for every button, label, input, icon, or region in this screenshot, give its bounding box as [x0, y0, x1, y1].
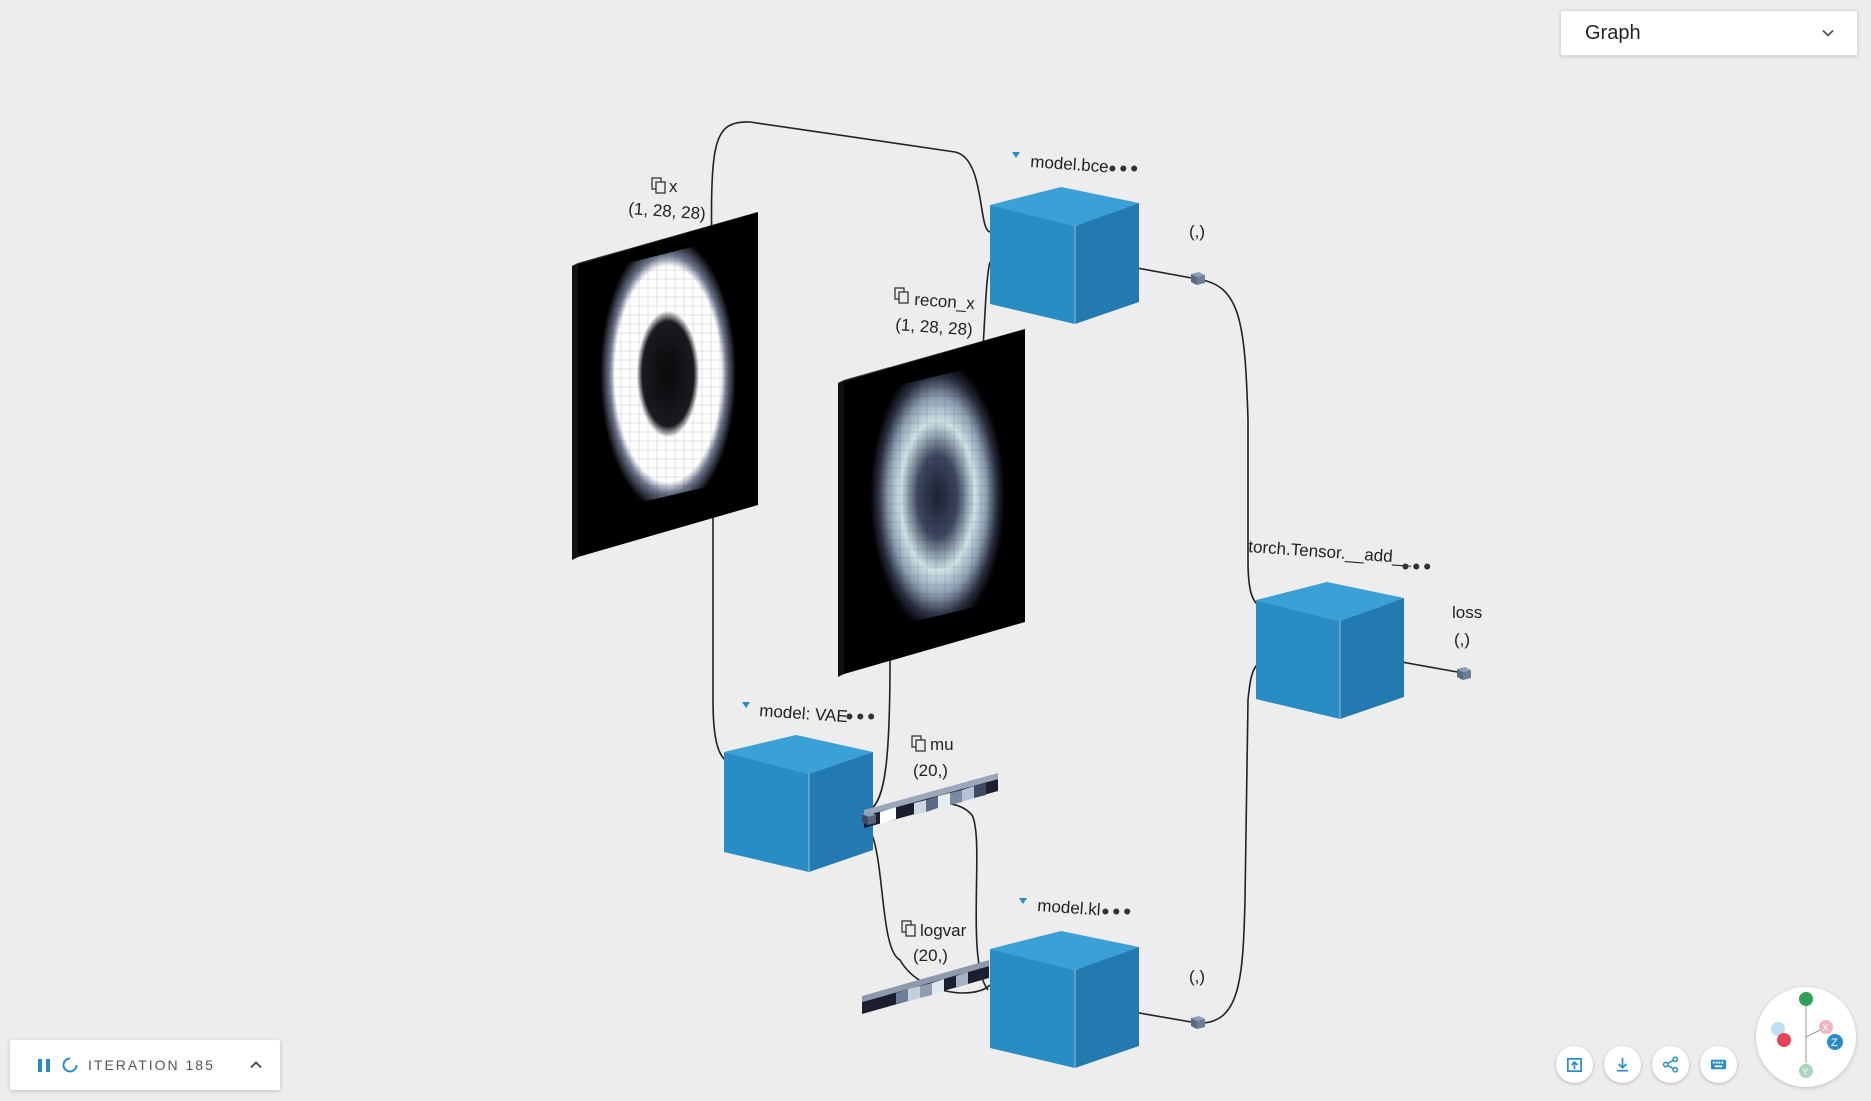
- tensor-loss-name: loss: [1452, 603, 1482, 622]
- tensor-loss[interactable]: loss (,): [1452, 603, 1482, 680]
- op-node-model-kl-name: model.kl: [1037, 896, 1101, 919]
- op-node-tensor-add[interactable]: torch.Tensor.__add__ •••: [1248, 537, 1433, 719]
- axis-z-negative-handle[interactable]: [1777, 1033, 1791, 1047]
- tensor-logvar[interactable]: logvar (20,): [862, 920, 989, 1014]
- op-node-model-vae[interactable]: model: VAE •••: [724, 701, 877, 872]
- tensor-recon-x-name: recon_x: [914, 290, 976, 313]
- collapse-caret-icon[interactable]: [1012, 152, 1020, 158]
- more-options-icon[interactable]: •••: [844, 708, 877, 728]
- copy-icon[interactable]: [651, 177, 666, 194]
- tensor-loss-shape: (,): [1454, 630, 1470, 649]
- output-port[interactable]: [1191, 1016, 1205, 1029]
- axis-x-negative-handle[interactable]: [1771, 1022, 1785, 1036]
- chevron-up-icon: [250, 1061, 262, 1069]
- iteration-label: ITERATION 185: [88, 1057, 215, 1073]
- view-mode-label: Graph: [1585, 21, 1641, 44]
- op-node-model-vae-name: model: VAE: [759, 701, 849, 726]
- tensor-mu-shape: (20,): [913, 761, 948, 780]
- axis-x-label: X: [1822, 1023, 1829, 1034]
- output-port[interactable]: [1457, 667, 1471, 680]
- tensor-x-shape: (1, 28, 28): [628, 199, 707, 223]
- tensor-x[interactable]: x (1, 28, 28): [572, 177, 758, 560]
- export-button[interactable]: [1556, 1046, 1593, 1083]
- collapse-caret-icon[interactable]: [1019, 898, 1027, 904]
- axis-y-label: Y: [1802, 1067, 1809, 1078]
- keyboard-button[interactable]: [1700, 1046, 1737, 1083]
- op-node-tensor-add-name: torch.Tensor.__add__: [1248, 537, 1413, 567]
- edge-vae-to-logvar: [869, 829, 991, 994]
- axis-z-label: Z: [1831, 1037, 1838, 1049]
- op-node-model-bce-name: model.bce: [1030, 152, 1110, 176]
- op-node-model-bce[interactable]: model.bce ••• (,): [990, 152, 1205, 324]
- op-node-model-bce-output-shape: (,): [1189, 222, 1205, 241]
- op-node-model-kl-output-shape: (,): [1189, 967, 1205, 986]
- view-mode-select[interactable]: Graph: [1560, 10, 1858, 56]
- axis-y-handle[interactable]: [1799, 1064, 1813, 1078]
- output-port[interactable]: [862, 812, 876, 825]
- copy-icon[interactable]: [901, 920, 916, 937]
- export-icon: [1566, 1057, 1583, 1073]
- chevron-down-icon: [1822, 29, 1834, 37]
- op-node-model-kl[interactable]: model.kl ••• (,): [990, 896, 1205, 1068]
- share-icon: [1662, 1056, 1679, 1073]
- output-port[interactable]: [1191, 272, 1205, 285]
- axis-z-handle[interactable]: [1827, 1034, 1843, 1050]
- tensor-recon-x[interactable]: recon_x (1, 28, 28): [838, 287, 1025, 677]
- tensor-logvar-name: logvar: [920, 921, 967, 940]
- keyboard-icon: [1710, 1059, 1727, 1070]
- copy-icon[interactable]: [911, 735, 926, 752]
- action-toolbar: [1556, 1046, 1737, 1083]
- tensor-mu[interactable]: mu (20,): [864, 735, 998, 828]
- edge-kl-to-add: [1196, 664, 1258, 1024]
- expand-button[interactable]: [246, 1055, 266, 1075]
- more-options-icon[interactable]: •••: [1100, 903, 1133, 923]
- download-icon: [1616, 1057, 1629, 1072]
- share-button[interactable]: [1652, 1046, 1689, 1083]
- download-button[interactable]: [1604, 1046, 1641, 1083]
- edge-vae-to-recon: [869, 659, 891, 811]
- iteration-control: ITERATION 185: [10, 1040, 280, 1090]
- more-options-icon[interactable]: •••: [1107, 160, 1140, 180]
- collapse-caret-icon[interactable]: [742, 702, 750, 708]
- tensor-x-name: x: [669, 177, 678, 196]
- axes-gizmo[interactable]: X Z Y: [1756, 987, 1856, 1087]
- tensor-recon-x-shape: (1, 28, 28): [895, 315, 974, 339]
- tensor-mu-name: mu: [930, 735, 954, 754]
- pause-button[interactable]: [38, 1058, 50, 1072]
- axis-y-top-handle[interactable]: [1799, 992, 1813, 1006]
- loading-spinner-icon: [62, 1057, 78, 1073]
- axis-x-handle[interactable]: [1819, 1020, 1833, 1034]
- tensor-logvar-shape: (20,): [913, 946, 948, 965]
- edge-bce-to-add: [1196, 278, 1259, 606]
- copy-icon[interactable]: [894, 287, 909, 304]
- more-options-icon[interactable]: •••: [1400, 558, 1433, 578]
